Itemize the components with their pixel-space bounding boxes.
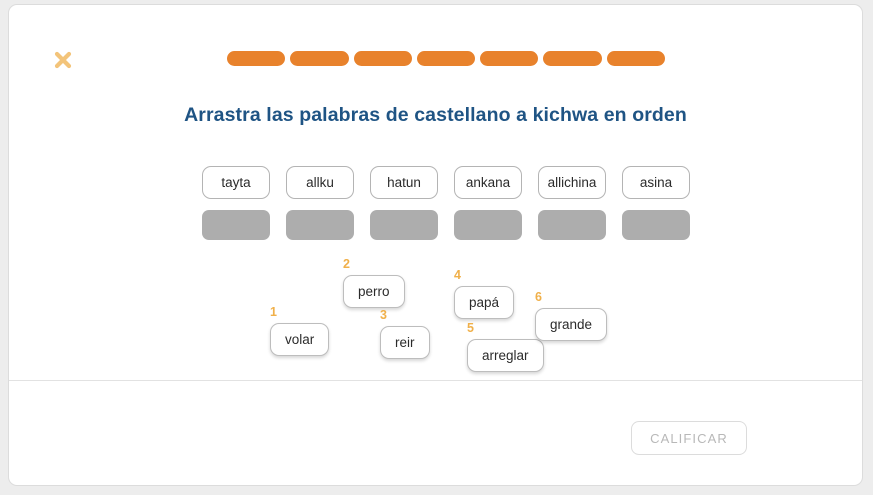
progress-segment bbox=[290, 51, 349, 66]
drop-slot[interactable] bbox=[202, 210, 270, 240]
kichwa-word-row: tayta allku hatun ankana allichina asina bbox=[202, 166, 692, 199]
draggable-word-chip[interactable]: arreglar bbox=[467, 339, 544, 372]
order-badge: 5 bbox=[467, 321, 474, 335]
draggable-word[interactable]: 2 perro bbox=[343, 258, 405, 308]
kichwa-chip: tayta bbox=[202, 166, 270, 199]
kichwa-chip: hatun bbox=[370, 166, 438, 199]
drop-slot[interactable] bbox=[538, 210, 606, 240]
exercise-card: Arrastra las palabras de castellano a ki… bbox=[8, 4, 863, 486]
draggable-word-chip[interactable]: perro bbox=[343, 275, 405, 308]
draggable-word[interactable]: 5 arreglar bbox=[467, 322, 544, 372]
drop-slot[interactable] bbox=[286, 210, 354, 240]
close-icon[interactable] bbox=[45, 43, 81, 77]
drop-slot[interactable] bbox=[622, 210, 690, 240]
order-badge: 3 bbox=[380, 308, 387, 322]
draggable-word[interactable]: 1 volar bbox=[270, 306, 330, 356]
progress-segment bbox=[353, 51, 412, 66]
draggable-word-chip[interactable]: grande bbox=[535, 308, 608, 341]
progress-segment bbox=[227, 51, 286, 66]
progress-segment bbox=[416, 51, 476, 66]
footer-divider bbox=[9, 380, 862, 381]
order-badge: 6 bbox=[535, 290, 542, 304]
drop-slot[interactable] bbox=[454, 210, 522, 240]
close-x-icon bbox=[54, 51, 72, 69]
kichwa-chip: ankana bbox=[454, 166, 522, 199]
page-title: Arrastra las palabras de castellano a ki… bbox=[184, 104, 687, 126]
draggable-word[interactable]: 3 reir bbox=[380, 309, 430, 359]
kichwa-chip: allku bbox=[286, 166, 354, 199]
order-badge: 2 bbox=[343, 257, 350, 271]
kichwa-chip: asina bbox=[622, 166, 690, 199]
draggable-word-area: 1 volar 2 perro 3 reir 4 papá 5 arreglar… bbox=[9, 5, 862, 485]
order-badge: 1 bbox=[270, 305, 277, 319]
draggable-word[interactable]: 4 papá bbox=[454, 269, 515, 319]
progress-segment bbox=[480, 51, 539, 66]
target-area: tayta allku hatun ankana allichina asina bbox=[202, 166, 692, 240]
drop-slot-row bbox=[202, 210, 692, 240]
drop-slot[interactable] bbox=[370, 210, 438, 240]
progress-segment bbox=[606, 51, 665, 66]
draggable-word-chip[interactable]: reir bbox=[380, 326, 430, 359]
progress-segment bbox=[543, 51, 602, 66]
draggable-word-chip[interactable]: papá bbox=[454, 286, 515, 319]
draggable-word-chip[interactable]: volar bbox=[270, 323, 330, 356]
progress-bar bbox=[227, 51, 665, 66]
draggable-word[interactable]: 6 grande bbox=[535, 291, 608, 341]
kichwa-chip: allichina bbox=[538, 166, 606, 199]
grade-button[interactable]: CALIFICAR bbox=[631, 421, 747, 455]
order-badge: 4 bbox=[454, 268, 461, 282]
